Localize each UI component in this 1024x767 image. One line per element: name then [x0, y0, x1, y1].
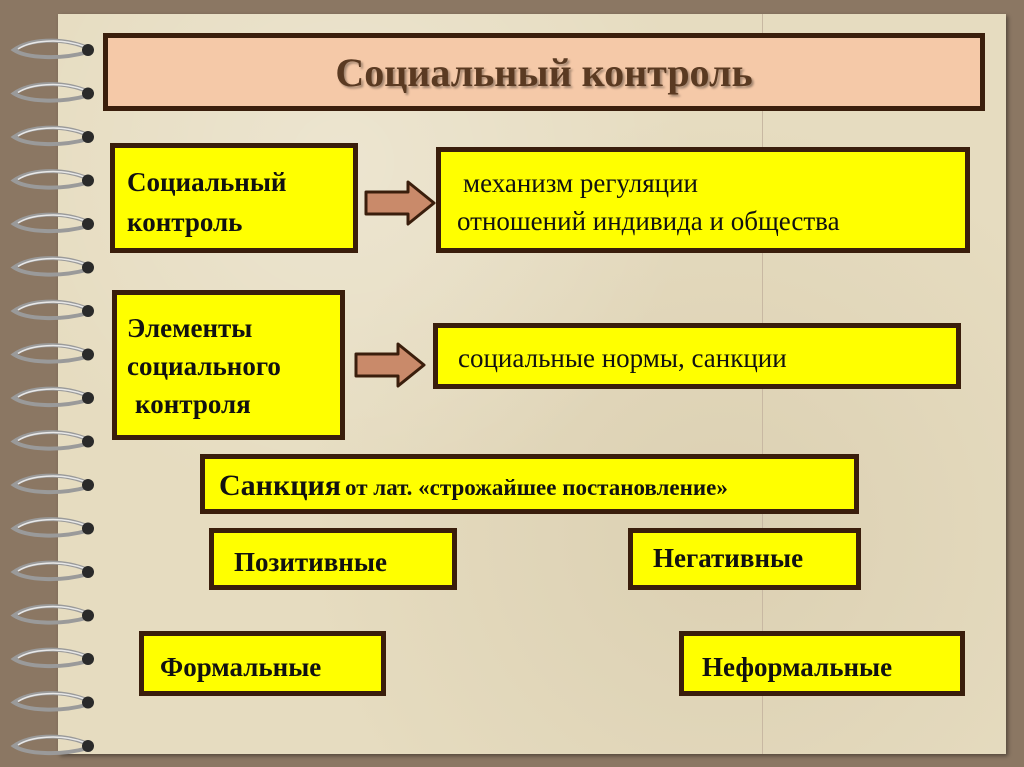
binding-ring: [10, 691, 94, 712]
binding-ring: [10, 256, 94, 277]
binding-ring: [10, 82, 94, 103]
binding-ring: [10, 343, 94, 364]
term-line: Элементы: [127, 313, 253, 343]
term-line: социального: [127, 351, 281, 381]
formal-sanctions-box: Формальные: [139, 631, 386, 696]
binding-ring: [10, 604, 94, 625]
binding-ring: [10, 386, 94, 408]
term-line: контроль: [127, 207, 243, 237]
negative-label: Негативные: [653, 543, 804, 573]
binding-ring: [10, 125, 94, 147]
binding-ring: [10, 734, 94, 756]
binding-ring: [10, 647, 94, 669]
elements-description-box: социальные нормы, санкции: [433, 323, 961, 389]
binding-ring: [10, 560, 94, 582]
informal-sanctions-box: Неформальные: [679, 631, 965, 696]
term-line: Социальный: [127, 167, 287, 197]
page-title: Социальный контроль: [335, 49, 753, 95]
arrow-right-icon: [364, 180, 436, 226]
term-box-social-control: Социальный контроль: [110, 143, 358, 253]
positive-label: Позитивные: [234, 547, 387, 577]
informal-label: Неформальные: [702, 652, 893, 682]
sanction-origin: от лат. «строжайшее постановление»: [345, 475, 728, 500]
title-banner: Социальный контроль: [103, 33, 985, 111]
sanction-word: Санкция: [219, 469, 342, 502]
binding-ring: [10, 473, 94, 495]
definition-box: механизм регуляции отношений индивида и …: [436, 147, 970, 253]
binding-ring: [10, 517, 94, 538]
term-box-elements: Элементы социального контроля: [112, 290, 345, 440]
formal-label: Формальные: [160, 652, 322, 682]
sanction-box: Санкция от лат. «строжайшее постановлени…: [200, 454, 859, 514]
definition-line: механизм регуляции: [463, 168, 698, 198]
arrow-right-icon: [354, 342, 426, 388]
definition-line: отношений индивида и общества: [457, 206, 840, 236]
negative-sanctions-box: Негативные: [628, 528, 861, 590]
term-line: контроля: [135, 389, 251, 419]
binding-ring: [10, 169, 94, 190]
binding-ring: [10, 38, 94, 60]
positive-sanctions-box: Позитивные: [209, 528, 457, 590]
spiral-binding: [10, 38, 94, 756]
elements-description: социальные нормы, санкции: [458, 343, 787, 373]
binding-ring: [10, 299, 94, 321]
binding-ring: [10, 212, 94, 234]
binding-ring: [10, 430, 94, 451]
